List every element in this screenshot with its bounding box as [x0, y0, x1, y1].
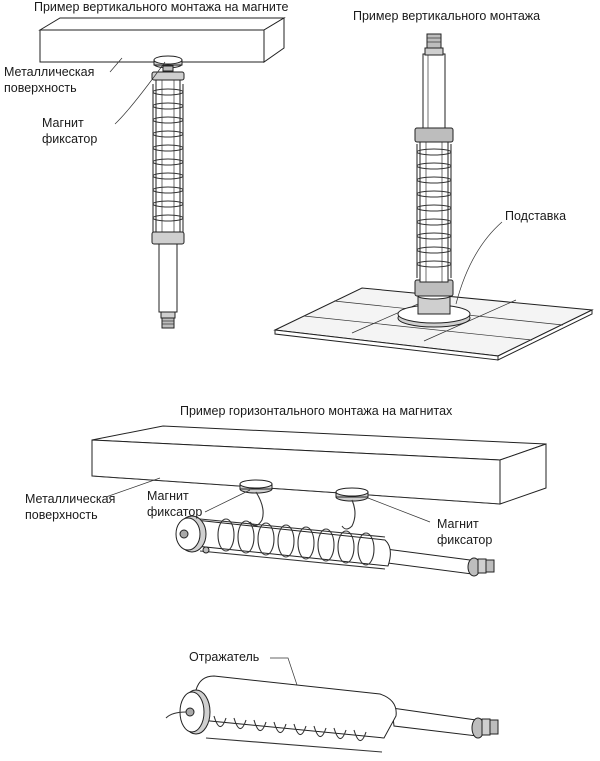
magnet-label-1-line1: Магнит [42, 116, 84, 130]
surface-label-1-line2: поверхность [4, 81, 77, 95]
surface-label-2-line1: Металлическая [25, 492, 115, 506]
magnet-left-horizontal [239, 479, 273, 527]
surface-label-2-line2: поверхность [25, 508, 98, 522]
metal-beam-top [38, 17, 286, 63]
standing-lamp [414, 33, 454, 297]
reflector-lamp [165, 675, 499, 753]
horizontal-lamp [175, 515, 495, 577]
surface-label-1-line1: Металлическая [4, 65, 94, 79]
reflector-label: Отражатель [189, 650, 259, 664]
magnet-left-label-line1: Магнит [147, 489, 189, 503]
reflector-section: Отражатель [165, 650, 499, 753]
leader-stand [455, 221, 503, 305]
leader-reflector [270, 657, 301, 695]
leader-surface-2 [105, 477, 161, 498]
stand-vertical-title: Пример вертикального монтажа [353, 9, 540, 23]
stand-vertical-section: Пример вертикального монтажа [273, 9, 594, 361]
leader-magnet-left [204, 489, 251, 513]
leader-magnet-right [367, 497, 431, 523]
magnet-left-label-line2: фиксатор [147, 505, 202, 519]
stand-label: Подставка [505, 209, 566, 223]
magnet-horizontal-section: Пример горизонтального монтажа на магнит… [25, 404, 547, 577]
magnet-right-label-line1: Магнит [437, 517, 479, 531]
floor-plate [273, 287, 594, 361]
magnet-disk-vertical [153, 55, 183, 72]
leader-magnet-1 [114, 61, 166, 125]
hanging-lamp [151, 71, 185, 329]
magnet-horizontal-title: Пример горизонтального монтажа на магнит… [180, 404, 453, 418]
magnet-right-label-line2: фиксатор [437, 533, 492, 547]
magnet-vertical-section: Пример вертикального монтажа на магните [4, 0, 288, 329]
metal-beam-horizontal [91, 425, 547, 505]
magnet-right-horizontal [335, 487, 369, 530]
magnet-vertical-title: Пример вертикального монтажа на магните [34, 0, 288, 14]
magnet-label-1-line2: фиксатор [42, 132, 97, 146]
leader-surface-1 [109, 57, 123, 73]
